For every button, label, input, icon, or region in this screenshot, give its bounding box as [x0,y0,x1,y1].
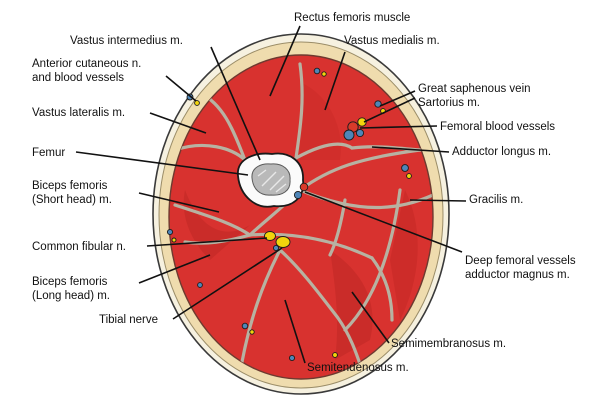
label-femur: Femur [32,147,65,159]
label-biceps-long-line1: Biceps femoris [32,276,108,288]
leader-common-fibular [146,237,268,247]
label-rectus-femoris: Rectus femoris muscle [294,12,410,24]
sciatic-vein [272,244,280,252]
label-semitendinosus: Semitendenosus m. [307,362,409,374]
leader-lines [75,25,467,364]
label-great-saphenous: Great saphenous vein [418,83,531,95]
leader-femoral-vessels [359,125,438,129]
leader-anterior-cutaneous [165,75,197,102]
tibial-nerve-bundle [275,236,291,248]
leader-semitendinosus [284,299,306,364]
leader-biceps-short [138,192,220,213]
leader-gracilis [409,199,467,202]
label-femoral-vessels: Femoral blood vessels [440,121,555,133]
leader-biceps-long [138,254,211,284]
subcutaneous-vessels [166,67,412,362]
label-anterior-cutaneous-line1: Anterior cutaneous n. [32,58,141,70]
leader-femur [75,151,249,176]
deep-femoral-vessel-group [293,182,309,200]
label-sartorius: Sartorius m. [418,97,480,109]
label-biceps-short-line2: (Short head) m. [32,194,112,206]
leader-vastus-medialis [324,51,346,111]
label-adductor-longus: Adductor longus m. [452,146,551,158]
leader-vastus-lateralis [149,112,207,134]
leader-vastus-intermedius [210,46,261,161]
label-vastus-lateralis: Vastus lateralis m. [32,107,125,119]
femoral-vein [343,129,355,141]
label-semimembranosus: Semimembranosus m. [391,338,506,350]
great-saphenous-vein [374,100,382,108]
femoral-vessel-group [343,117,367,141]
leader-deep-femoral [304,191,463,253]
sciatic-nerve-group [264,231,291,252]
leader-tibial-nerve [172,247,283,320]
label-biceps-short-line1: Biceps femoris [32,180,108,192]
leader-adductor-longus [371,146,450,153]
saphenous-nerve [357,117,367,127]
femur-bone [237,152,304,208]
label-vastus-medialis: Vastus medialis m. [344,35,440,47]
leader-rectus-femoris [269,25,301,97]
leader-great-saphenous [379,90,416,107]
label-vastus-intermedius: Vastus intermedius m. [70,35,183,47]
leader-semimembranosus [351,291,390,344]
label-gracilis: Gracilis m. [469,194,523,206]
label-deep-femoral-line2: adductor magnus m. [465,269,570,281]
femoral-vein-branch [355,128,365,138]
label-biceps-long-line2: (Long head) m. [32,290,110,302]
label-anterior-cutaneous-line2: and blood vessels [32,72,124,84]
labels: Rectus femoris muscle Vastus intermedius… [32,12,576,374]
label-common-fibular: Common fibular n. [32,241,126,253]
label-tibial-nerve: Tibial nerve [99,314,158,326]
deep-femoral-vein [293,190,303,200]
leader-sartorius [363,97,416,123]
deep-femoral-artery [299,182,309,192]
muscle-shading [183,82,418,360]
label-deep-femoral-line1: Deep femoral vessels [465,255,576,267]
common-fibular-nerve-bundle [264,231,276,241]
